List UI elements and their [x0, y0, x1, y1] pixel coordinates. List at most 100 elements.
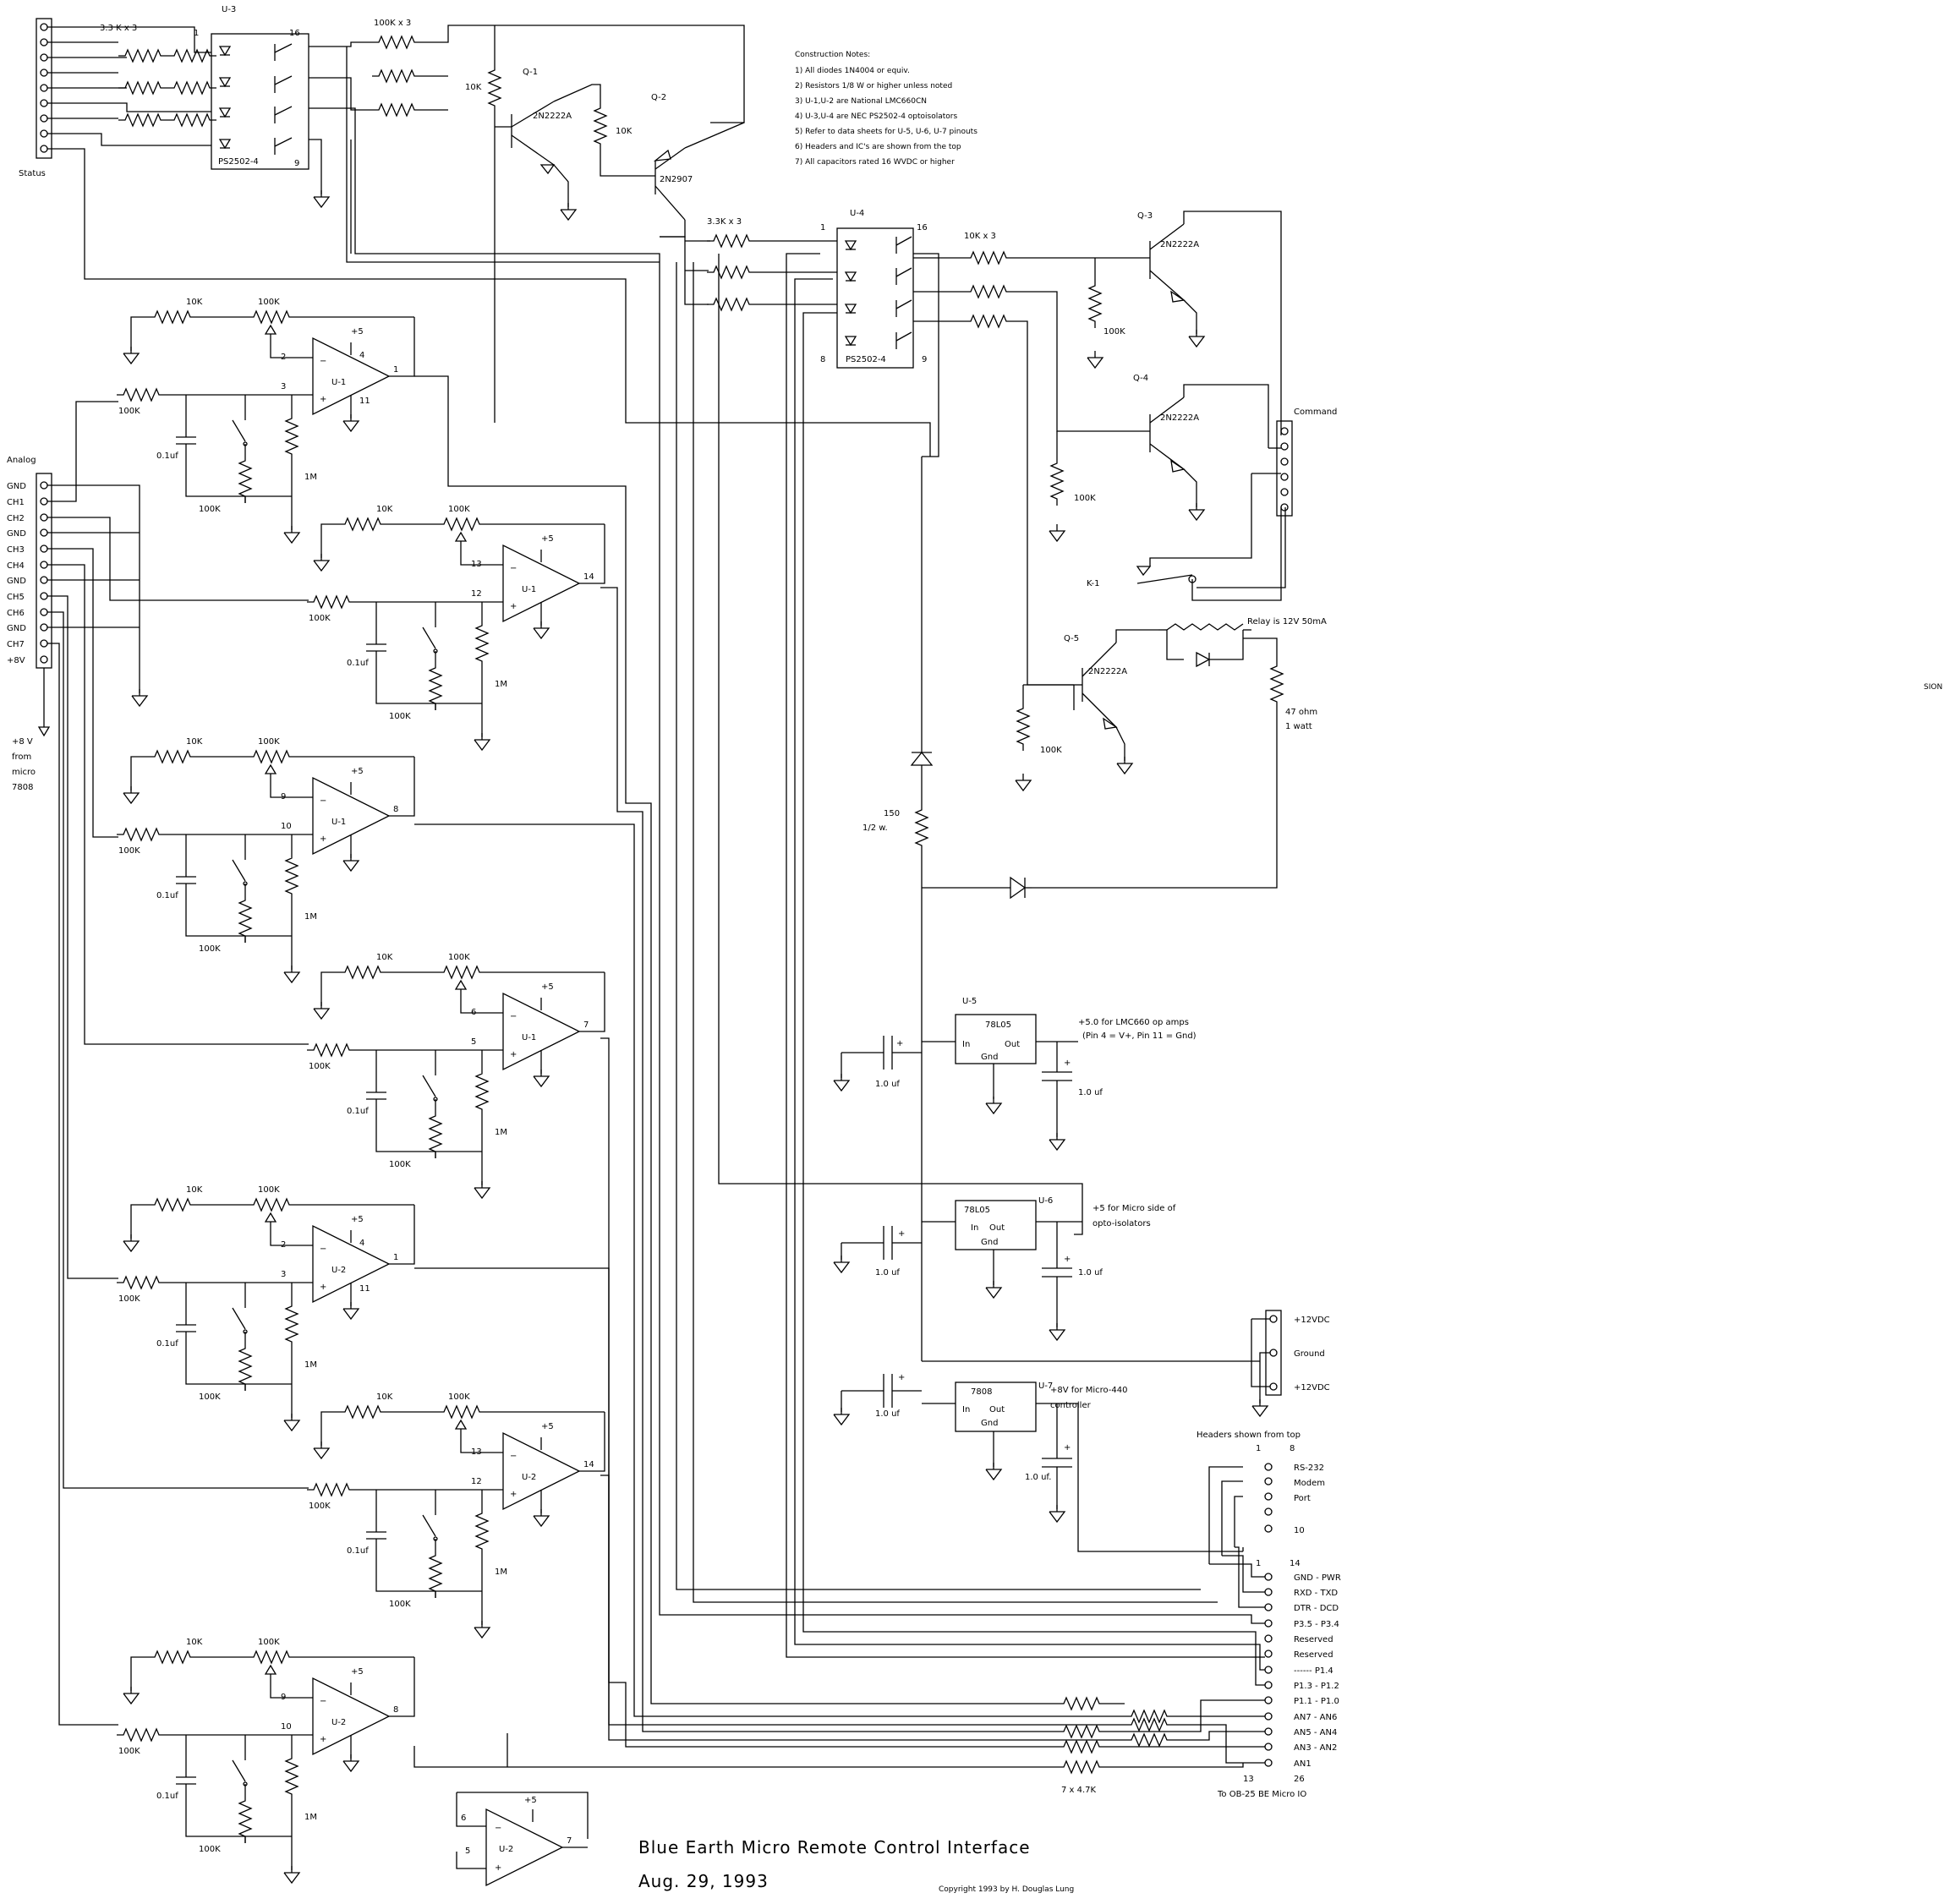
q5-ref: Q-5: [1064, 634, 1079, 643]
io-label-3: P3.5 - P3.4: [1294, 1620, 1339, 1629]
schematic-title: Blue Earth Micro Remote Control Interfac…: [638, 1837, 1031, 1857]
r150-watt: 1/2 w.: [862, 823, 888, 833]
u6-pin-gnd: Gnd: [981, 1238, 998, 1247]
pot-label: 100K: [448, 505, 470, 514]
q3-res: 100K: [1103, 327, 1125, 336]
q1-q2-driver: 10K Q-1 2N2222A 10K Q-2 2N2907: [465, 25, 745, 423]
u7-cap-in-plus: +: [898, 1373, 905, 1382]
u6-cap-in-plus: +: [898, 1229, 905, 1239]
opamp-ic-ref: U-1: [331, 378, 346, 387]
u4-part: PS2502-4: [846, 355, 886, 364]
gain-res-label: 10K: [376, 505, 393, 514]
bias-res-label: 1M: [495, 1128, 507, 1137]
command-header: [1276, 420, 1293, 517]
micro-io-header: Headers shown from top 1 8 RS-232 Modem …: [1056, 1431, 1341, 1799]
micro-top-pin-1: 1: [1256, 1444, 1261, 1453]
u7-pin-gnd: Gnd: [981, 1419, 998, 1428]
analog-pin-labels: GND CH1 CH2 GND CH3 CH4 GND CH5 CH6 GND …: [7, 482, 26, 665]
opamp-supply: +5: [351, 1667, 364, 1677]
note-7: 7) All capacitors rated 16 WVDC or highe…: [795, 158, 955, 167]
q2-part: 2N2907: [660, 175, 693, 184]
q2-ref: Q-2: [651, 93, 666, 102]
q3-ref: Q-3: [1137, 211, 1153, 221]
relay-note: Relay is 12V 50mA: [1247, 617, 1327, 626]
u5-note-1: +5.0 for LMC660 op amps: [1078, 1018, 1189, 1027]
spare-plus-sign: +: [495, 1863, 501, 1873]
power-label-3: +12VDC: [1294, 1383, 1330, 1392]
u4-output-res-label: 10K x 3: [964, 232, 996, 241]
io-label-12: AN1: [1294, 1759, 1312, 1769]
switch-res-label: 100K: [389, 1600, 411, 1609]
u5-cap-in: 1.0 uf: [875, 1080, 900, 1089]
u5-pin-gnd: Gnd: [981, 1053, 998, 1062]
q3-part: 2N2222A: [1160, 240, 1199, 249]
note-1: 1) All diodes 1N4004 or equiv.: [795, 67, 910, 75]
opamp-pin-out: 1: [393, 365, 398, 375]
supply-note-2: from: [12, 752, 31, 762]
u7-body: [955, 1381, 1037, 1432]
r47-label: 47 ohm: [1285, 708, 1317, 717]
input-res-label: 100K: [309, 614, 331, 623]
gain-res-label: 10K: [376, 1392, 393, 1402]
opamp-pin-inplus: 10: [281, 822, 292, 831]
u3-part: PS2502-4: [218, 157, 259, 167]
opamp-supply: +5: [351, 1215, 364, 1224]
opamp-pin-out: 14: [583, 1460, 594, 1469]
opamp-plus: +: [320, 1283, 326, 1292]
supply-note-3: micro: [12, 768, 36, 777]
pot-label: 100K: [448, 1392, 470, 1402]
switch-res-label: 100K: [199, 1392, 221, 1402]
command-label: Command: [1294, 408, 1337, 417]
spare-ic-ref: U-2: [499, 1845, 513, 1854]
note-6: 6) Headers and IC's are shown from the t…: [795, 143, 961, 151]
opamp-plus: +: [510, 602, 517, 611]
analog-pin-ch3: CH3: [7, 545, 25, 555]
analog-pin-gnd-2: GND: [7, 529, 26, 539]
u6-body: [955, 1200, 1037, 1250]
switch-res-label: 100K: [199, 505, 221, 514]
opamp-supply: +5: [541, 982, 554, 992]
u5-cap-in-plus: +: [896, 1039, 903, 1048]
opamp-plus: +: [510, 1050, 517, 1059]
pot-label: 100K: [258, 1185, 280, 1195]
bias-res-label: 1M: [304, 1813, 317, 1822]
analog-header-pins: [40, 481, 48, 664]
opamp-plus: +: [320, 395, 326, 404]
power-connector: +12VDC Ground +12VDC: [922, 1310, 1330, 1417]
u4-pin8: 8: [820, 355, 825, 364]
analog-pin-ch6: CH6: [7, 609, 25, 618]
q4-ref: Q-4: [1133, 374, 1148, 383]
opamp-pin-out: 7: [583, 1020, 589, 1030]
opamp-pin-vminus: 11: [359, 1284, 370, 1294]
u4-section: 3.3K x 3 U-4 1 16 8 9 PS2502-4 10K x 3: [660, 209, 1251, 1658]
micro-header-footer: To OB-25 BE Micro IO: [1217, 1790, 1306, 1799]
r150-label: 150: [884, 809, 900, 818]
analog-pin-gnd-3: GND: [7, 577, 26, 586]
opamp-plus: +: [510, 1490, 517, 1499]
input-res-label: 100K: [118, 846, 140, 856]
input-res-label: 100K: [118, 1747, 140, 1756]
opamp-pin-out: 8: [393, 805, 398, 814]
opamp-minus: −: [510, 564, 517, 573]
pot-label: 100K: [448, 953, 470, 962]
opamp-pin-vplus: 4: [359, 351, 364, 360]
io-label-8: P1.1 - P1.0: [1294, 1697, 1339, 1706]
command-connector: Command K-1 Relay is 12V 50mA 47 ohm 1 w…: [1032, 408, 1337, 889]
bias-res-label: 1M: [304, 473, 317, 482]
u5-cap-out-plus: +: [1064, 1059, 1071, 1068]
opamp-supply: +5: [351, 327, 364, 336]
opamp-pin-inplus: 3: [281, 1270, 286, 1279]
u3-led-array: [218, 43, 293, 155]
opamp-minus: −: [320, 1245, 326, 1254]
q5-transistor: 100K Q-5 2N2222A: [1015, 629, 1158, 791]
analog-pin-ch4: CH4: [7, 561, 25, 571]
micro-top-pin-8: 8: [1290, 1444, 1295, 1453]
relay-ref: K-1: [1087, 579, 1099, 588]
opamp-minus: −: [320, 357, 326, 366]
series-res-label: 7 x 4.7K: [1061, 1786, 1097, 1795]
micro-label-modem: Modem: [1294, 1479, 1325, 1488]
micro-label-port: Port: [1294, 1494, 1311, 1503]
